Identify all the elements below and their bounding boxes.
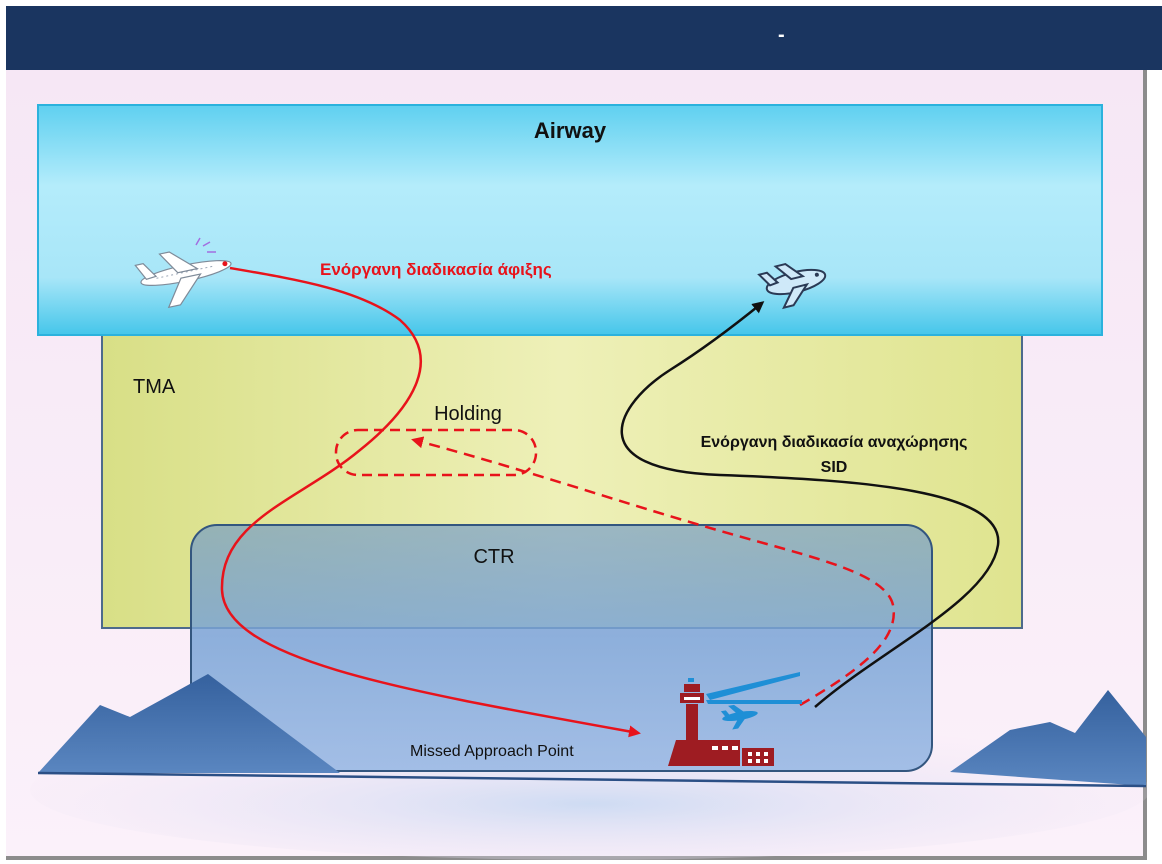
arrival-path — [220, 266, 641, 738]
ground-line — [37, 771, 1147, 788]
airplane-icon — [720, 704, 758, 730]
airplane-icon — [757, 262, 827, 310]
header-title: - — [778, 24, 785, 46]
ctr-label: CTR — [473, 546, 514, 568]
mountain-right — [950, 690, 1146, 786]
airway-zone — [37, 104, 1103, 336]
missed-approach-point-label: Missed Approach Point — [410, 743, 574, 760]
missed-approach-path — [411, 436, 896, 707]
holding-label: Holding — [434, 403, 502, 425]
tma-label: TMA — [133, 376, 176, 398]
arrival-procedure-label: Ενόργανη διαδικασία άφιξης — [320, 260, 552, 279]
departure-path — [620, 301, 1000, 708]
airplane-icon — [134, 251, 232, 309]
sparkle-icon — [195, 237, 216, 253]
departure-procedure-label: Ενόργανη διαδικασία αναχώρησης — [701, 434, 968, 451]
ctr-zone — [190, 524, 933, 772]
holding-pattern — [334, 428, 538, 477]
mountain-left — [38, 674, 340, 773]
header-bar: - — [6, 6, 1162, 70]
airway-label: Airway — [534, 118, 607, 143]
sid-label: SID — [821, 459, 848, 476]
frame-edge-right — [1143, 70, 1147, 860]
control-tower-icon — [668, 672, 802, 766]
